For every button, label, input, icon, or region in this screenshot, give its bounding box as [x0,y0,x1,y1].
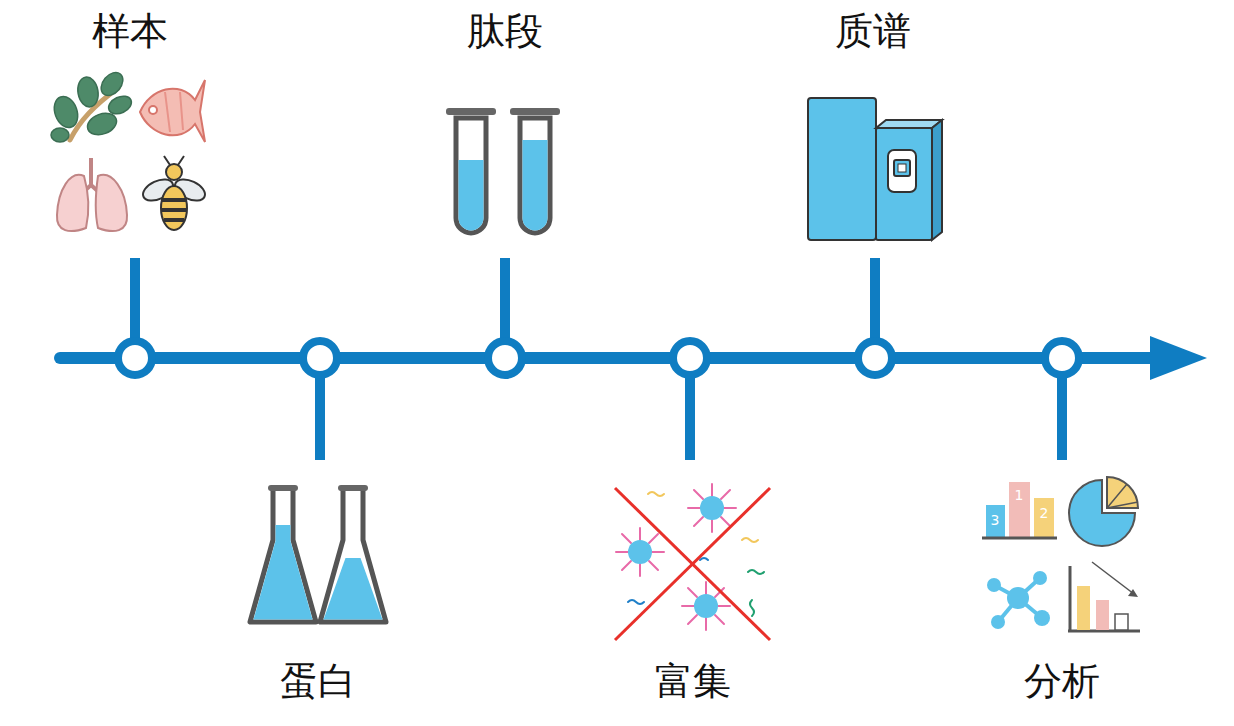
enrichment-icon [615,484,770,640]
step-label: 富集 [655,661,731,703]
step-label: 样本 [92,11,168,53]
test-tube-icon [446,108,560,233]
bar-value: 1 [1015,488,1024,503]
bee-icon [140,156,209,230]
mass-spectrometer-icon [808,98,942,240]
step-label: 肽段 [467,11,543,53]
step-label: 分析 [1024,661,1100,703]
fish-icon [140,80,205,142]
bar-value: 2 [1040,506,1049,521]
analysis-icons [982,477,1140,632]
flask-icon [250,485,386,622]
bar-value: 3 [991,513,1000,528]
step-label: 质谱 [835,11,911,53]
lungs-icon [57,158,127,231]
plant-icon [50,68,134,142]
timeline [60,258,1207,460]
step-label: 蛋白 [280,661,356,703]
